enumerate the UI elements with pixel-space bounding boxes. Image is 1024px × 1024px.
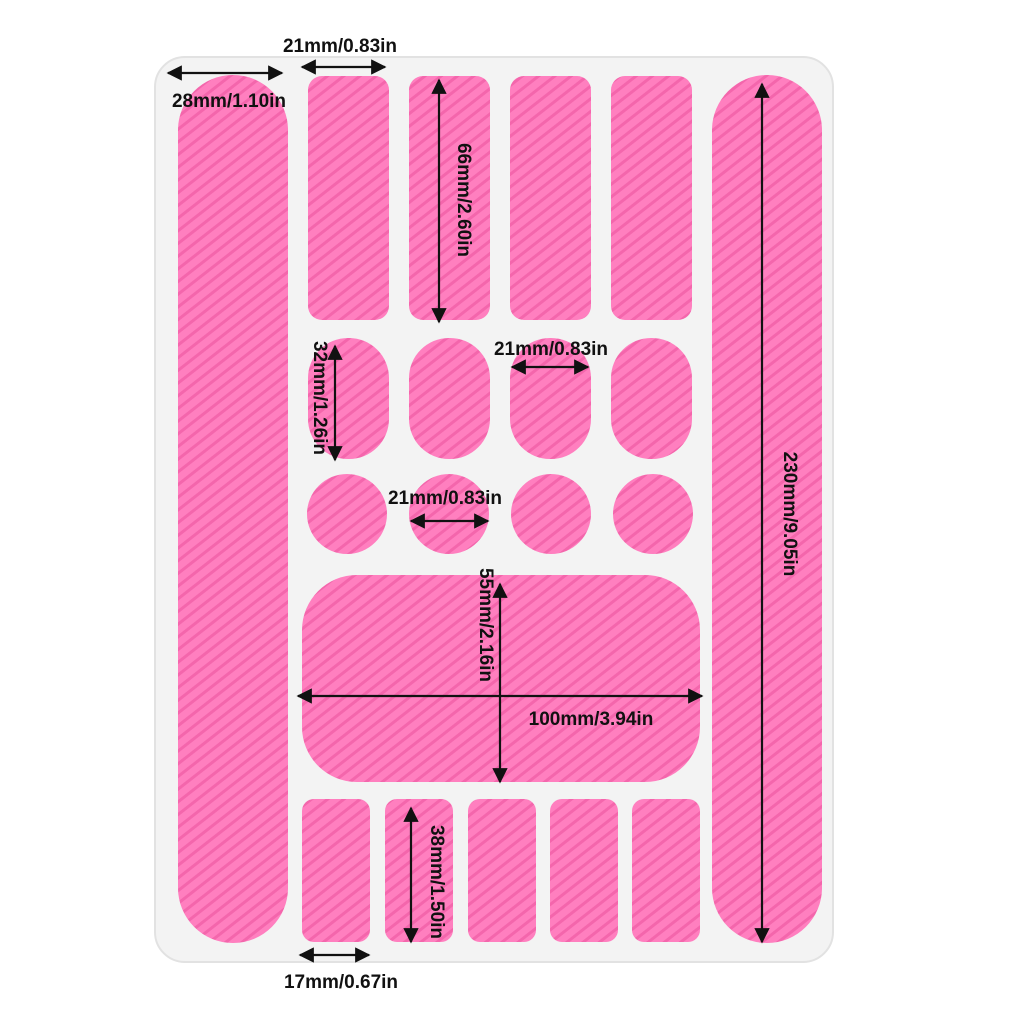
sticker-top-rectangle xyxy=(308,76,389,320)
label-oval-width: 21mm/0.83in xyxy=(494,339,608,360)
sticker-circle xyxy=(613,474,693,554)
sticker-top-rectangle xyxy=(510,76,591,320)
sticker-small-rectangle xyxy=(632,799,700,942)
label-oval-height: 32mm/1.26in xyxy=(309,341,330,455)
label-large-pad-width: 100mm/3.94in xyxy=(529,709,654,730)
sticker-long-strip-right xyxy=(712,75,822,943)
top-rectangles xyxy=(308,76,692,320)
label-top-strip-width: 21mm/0.83in xyxy=(283,36,397,57)
label-large-pad-height: 55mm/2.16in xyxy=(475,568,496,682)
label-long-strip-width: 28mm/1.10in xyxy=(172,91,286,112)
sticker-top-rectangle xyxy=(409,76,490,320)
sticker-circle xyxy=(409,474,489,554)
label-top-strip-height: 66mm/2.60in xyxy=(453,143,474,257)
label-circle-diameter: 21mm/0.83in xyxy=(388,488,502,509)
dimension-arrows xyxy=(166,59,770,963)
sticker-circle xyxy=(511,474,591,554)
label-right-strip-length: 230mm/9.05in xyxy=(779,452,800,577)
dimension-labels: 21mm/0.83in 28mm/1.10in 66mm/2.60in 32mm… xyxy=(172,36,800,993)
label-small-strip-width: 17mm/0.67in xyxy=(284,972,398,993)
sticker-small-rectangle xyxy=(468,799,536,942)
sticker-long-strip-left xyxy=(178,75,288,943)
sticker-small-rectangle xyxy=(302,799,370,942)
sticker-oval xyxy=(409,338,490,459)
small-rectangles xyxy=(302,799,700,942)
long-strips xyxy=(178,75,822,943)
label-small-strip-height: 38mm/1.50in xyxy=(426,825,447,939)
sticker-small-rectangle xyxy=(550,799,618,942)
sticker-oval xyxy=(611,338,692,459)
sticker-circle xyxy=(307,474,387,554)
sticker-top-rectangle xyxy=(611,76,692,320)
sticker-small-rectangle xyxy=(385,799,453,942)
